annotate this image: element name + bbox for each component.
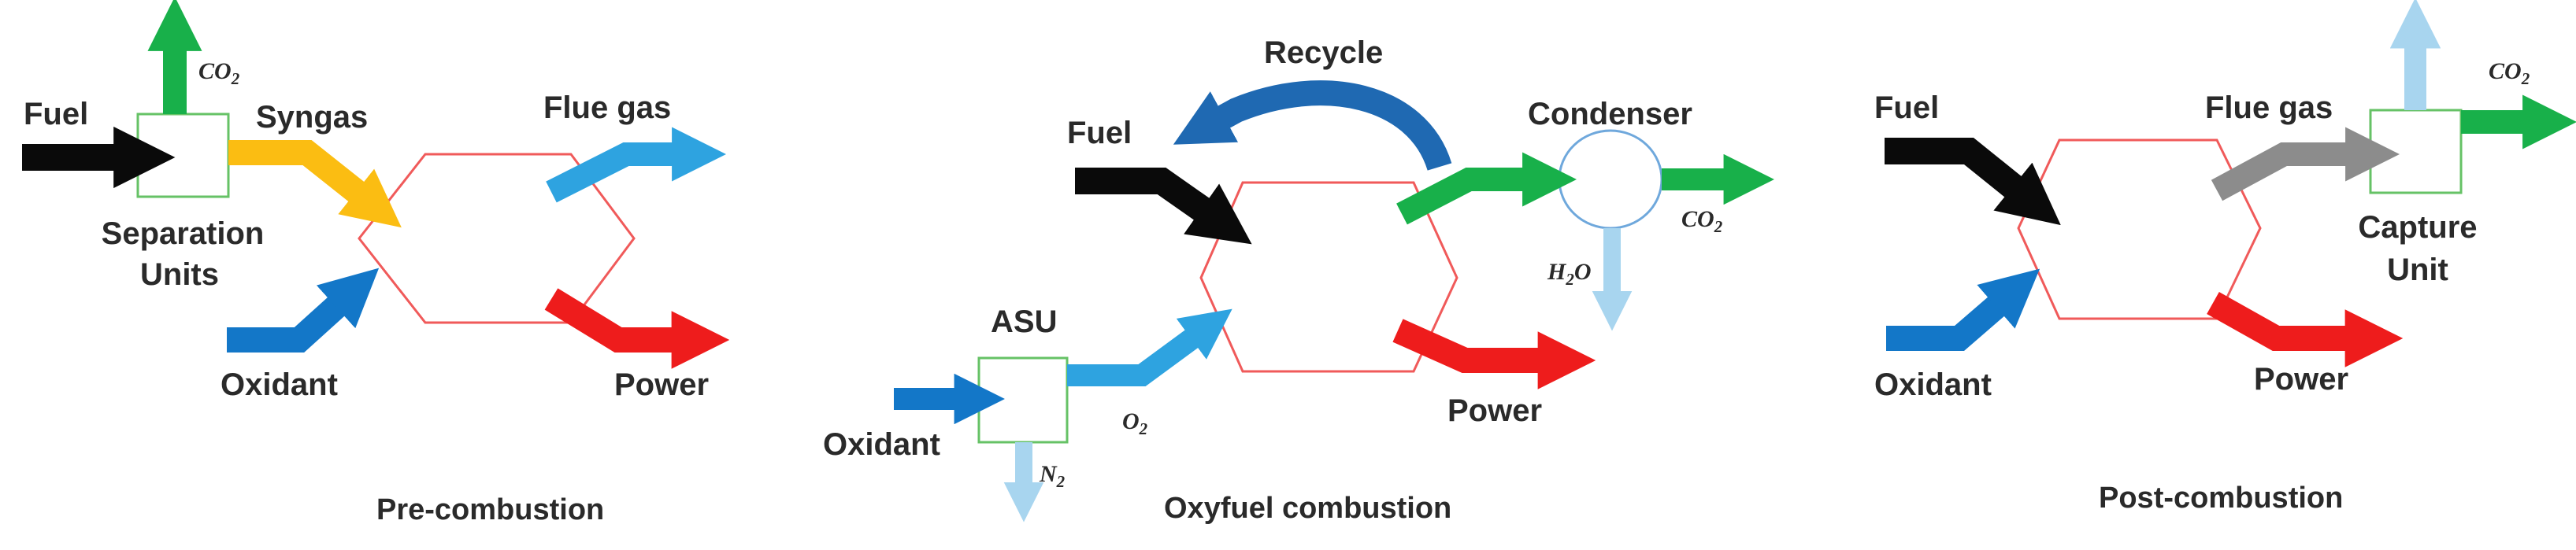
oxy-power-arrow xyxy=(1392,319,1596,389)
oxyfuel-combustion-caption: Oxyfuel combustion xyxy=(1164,492,1451,525)
post-reactor-hexagon xyxy=(2017,138,2262,320)
post-co2-label: CO2 xyxy=(2489,58,2530,88)
oxyfuel-combustion-panel: Recycle Fuel Condenser CO2 H2O ASU O2 Ox… xyxy=(823,35,1774,525)
oxy-power-label: Power xyxy=(1447,393,1542,428)
condenser-co2-label: CO2 xyxy=(1681,206,1723,236)
post-flue-gas-label: Flue gas xyxy=(2205,90,2333,125)
separation-unit-box xyxy=(136,113,230,198)
asu-label: ASU xyxy=(991,305,1057,339)
pre-co2-label: CO2 xyxy=(198,58,240,88)
capture-unit-box xyxy=(2369,109,2463,194)
pre-oxidant-arrow xyxy=(227,268,380,353)
oxy-fuel-arrow xyxy=(1075,168,1252,245)
post-flue-gas-arrow xyxy=(2211,127,2400,201)
post-power-arrow xyxy=(2207,292,2404,367)
capture-unit-label-line1: Capture xyxy=(2358,210,2477,245)
post-fuel-label: Fuel xyxy=(1874,90,1939,125)
o2-label: O2 xyxy=(1122,408,1148,438)
h2o-label: H2O xyxy=(1547,259,1592,289)
pre-fuel-label: Fuel xyxy=(24,97,88,131)
o2-arrow xyxy=(1067,308,1232,386)
post-combustion-caption: Post-combustion xyxy=(2099,482,2343,515)
pre-flue-gas-label: Flue gas xyxy=(543,90,671,125)
post-fuel-arrow xyxy=(1885,138,2061,226)
condenser-label: Condenser xyxy=(1528,97,1692,131)
pre-flue-gas-arrow xyxy=(546,127,727,203)
pre-oxidant-label: Oxidant xyxy=(221,367,338,402)
post-power-label: Power xyxy=(2254,362,2348,397)
pre-power-arrow xyxy=(544,288,730,369)
recycle-arrow xyxy=(1173,80,1452,172)
post-combustion-panel: Fuel Flue gas CO2 Capture Unit Oxidant P… xyxy=(1874,0,2576,515)
syngas-label: Syngas xyxy=(256,100,368,135)
oxy-co2-out-arrow xyxy=(1396,152,1577,225)
separation-units-label-line2: Units xyxy=(140,257,219,292)
post-oxidant-label: Oxidant xyxy=(1874,367,1992,402)
pre-power-label: Power xyxy=(614,367,709,402)
oxy-fuel-label: Fuel xyxy=(1067,116,1132,150)
pre-combustion-panel: Fuel CO2 Syngas Flue gas Separation Unit… xyxy=(22,0,730,526)
n2-label: N2 xyxy=(1039,461,1066,491)
capture-unit-label-line2: Unit xyxy=(2387,253,2448,287)
recycle-label: Recycle xyxy=(1264,35,1383,70)
pre-combustion-caption: Pre-combustion xyxy=(376,493,604,526)
syngas-arrow xyxy=(228,140,402,228)
oxy-reactor-hexagon xyxy=(1199,181,1458,373)
asu-box xyxy=(977,356,1069,444)
oxy-oxidant-label: Oxidant xyxy=(823,427,940,462)
post-oxidant-arrow xyxy=(1886,268,2040,351)
condenser-circle xyxy=(1558,129,1663,230)
separation-units-label-line1: Separation xyxy=(102,216,265,251)
